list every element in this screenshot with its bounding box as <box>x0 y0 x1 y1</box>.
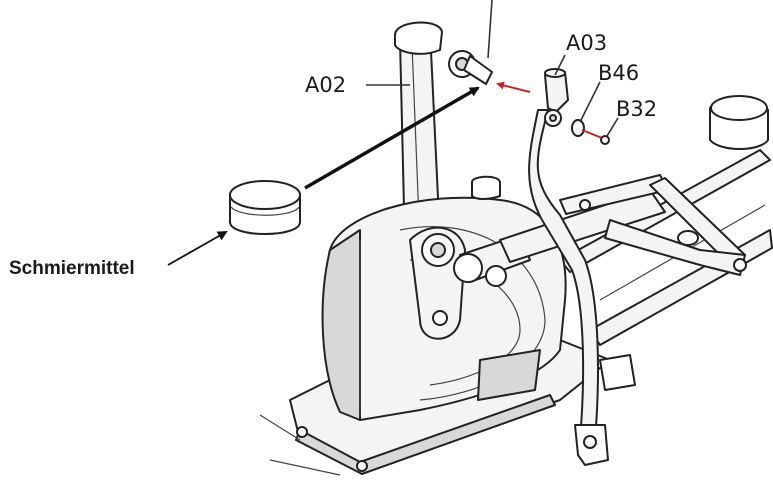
label-b32: B32 <box>616 97 657 121</box>
a03-leader <box>554 54 566 76</box>
lubricant-leader-arrow <box>167 231 228 266</box>
top-leader <box>487 0 493 59</box>
lubricant-tin <box>229 180 301 235</box>
label-a03: A03 <box>566 31 607 55</box>
bearing-shaft <box>448 50 493 85</box>
label-a02: A02 <box>305 73 346 97</box>
pedal-frame <box>499 174 747 276</box>
handle-tube-a03 <box>528 68 636 466</box>
bolt-assembly <box>571 119 610 145</box>
label-lubricant: Schmiermittel <box>9 258 135 279</box>
washer-b46 <box>571 119 585 137</box>
b46-leader <box>579 81 601 123</box>
bolt-head-b32 <box>600 135 610 145</box>
label-b46: B46 <box>598 61 639 85</box>
lubricate-arrow <box>304 86 480 190</box>
red-assembly-arrow <box>496 81 531 93</box>
b32-leader <box>606 117 619 137</box>
